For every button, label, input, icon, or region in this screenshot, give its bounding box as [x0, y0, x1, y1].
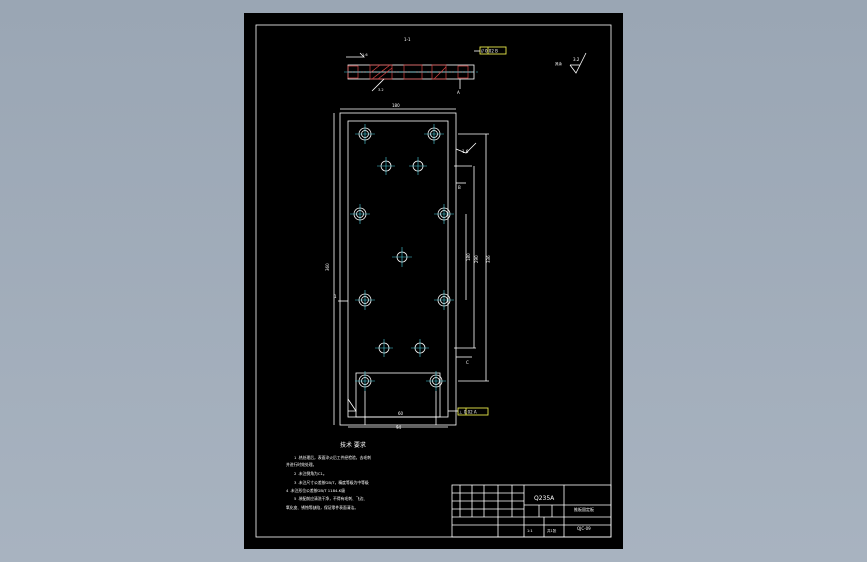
dim-bottom-outer: 94 [396, 425, 402, 430]
title-sheet: 共1张 [547, 528, 557, 533]
roughness-default: 3.2 [573, 57, 580, 62]
technical-requirements: 技术 要求 1 .热处理后，表面淬火后工件经检验，去毛刺 并进行时效处理。 2 … [286, 441, 371, 510]
section-label: 1-1 [404, 37, 411, 42]
tech-req-line-1: 1 .热处理后，表面淬火后工件经检验，去毛刺 [294, 455, 371, 460]
roughness-r2: 3.2 [378, 88, 384, 92]
plan-view: 180 360 180 290 336 1.6 B C 1 60 94 [325, 103, 491, 430]
roughness-note: 其余 3.2 [555, 52, 587, 74]
dim-left-height: 360 [325, 263, 330, 271]
dim-right-h2: 290 [474, 255, 479, 263]
title-block: Q235A 推板固定板 QJC-09 1:1 共1张 [451, 484, 612, 538]
tech-req-title: 技术 要求 [340, 441, 366, 449]
datum-b: B [458, 185, 461, 190]
datum-a: A [457, 90, 460, 95]
title-part-name: 推板固定板 [574, 506, 594, 512]
other-roughness-label: 其余 [555, 61, 563, 66]
tech-req-line-2: 并进行时效处理。 [286, 462, 316, 467]
dim-right-h1: 180 [466, 253, 471, 261]
section-view: 1.6 3.2 // 0.02 B A [344, 46, 507, 95]
tech-req-line-7: 氧化皮、锈蚀等缺陷，保证零件表面清洁。 [286, 505, 358, 510]
engineering-drawing: 1-1 1.6 3.2 // 0.02 B A 其余 3.2 [255, 24, 612, 538]
tolerance-top-text: // 0.02 B [481, 49, 498, 54]
dim-bottom-inner: 60 [398, 411, 404, 416]
tech-req-line-6: 5 .装配前应清洗干净，不得有毛刺、飞边、 [294, 496, 367, 501]
tolerance-side-text: ⊥ 0.02 A [459, 410, 477, 415]
drawing-sheet: 1-1 1.6 3.2 // 0.02 B A 其余 3.2 [244, 13, 623, 549]
dim-right-h3: 336 [486, 255, 491, 263]
holes [350, 124, 454, 391]
roughness-r1: 1.6 [362, 53, 368, 57]
dim-top-width: 180 [392, 103, 400, 108]
inner-frame [255, 24, 612, 538]
tech-req-line-4: 3 .未注尺寸公差按GB/T，精度等级为中等级 [294, 480, 369, 485]
plate-outline [339, 112, 457, 426]
title-scale: 1:1 [527, 529, 533, 533]
tech-req-line-3: 2 .未注倒角为C1。 [294, 471, 327, 476]
tolerance-frame-side [457, 407, 489, 416]
tolerance-frame-top [479, 46, 507, 55]
roughness-r3: 1.6 [462, 149, 469, 154]
title-drawing-no: QJC-09 [577, 526, 591, 531]
section-marker-left: 1 [334, 294, 337, 299]
datum-c: C [466, 360, 469, 365]
tech-req-line-5: 4 .未注形位公差按GB/T 1184-K级 [286, 488, 345, 493]
title-material: Q235A [534, 495, 555, 502]
